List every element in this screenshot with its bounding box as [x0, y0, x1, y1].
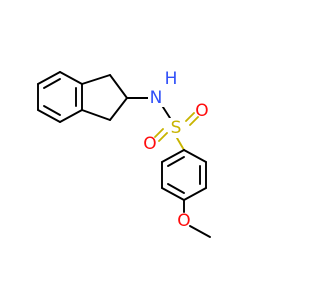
atom-label-s: S — [171, 118, 182, 138]
bond — [59, 71, 83, 85]
atom-label-o: O — [177, 211, 190, 231]
atom-oxygen-methoxy: O — [177, 211, 190, 231]
bond-s-o-left — [158, 132, 168, 142]
bond — [183, 149, 207, 163]
atom-label-o: O — [143, 134, 156, 154]
double-bond-inner — [167, 156, 185, 167]
bond — [81, 74, 111, 85]
atom-nitrogen: N H — [148, 69, 177, 108]
indane-benzene-ring — [37, 71, 83, 123]
bond-s-o-left — [154, 128, 164, 138]
bond — [81, 109, 111, 121]
bond — [161, 149, 185, 163]
atom-oxygen-right: O — [195, 101, 208, 121]
bond — [109, 74, 128, 99]
double-bond-inner — [43, 78, 61, 89]
atom-sulfur: S — [168, 118, 184, 138]
atom-label-n: N — [150, 88, 163, 108]
bond — [59, 109, 83, 123]
indane-five-ring — [81, 74, 128, 121]
bond — [37, 71, 61, 85]
chemical-structure: N H S O O O — [37, 69, 211, 238]
bond-s-o-right — [189, 116, 199, 126]
bond — [109, 97, 128, 121]
bond-s-c — [176, 137, 185, 151]
atom-label-o: O — [195, 101, 208, 121]
bond — [161, 187, 185, 201]
double-bond-inner — [167, 183, 185, 194]
atom-label-h: H — [165, 69, 178, 89]
bond-s-o-right — [185, 112, 195, 122]
atom-oxygen-left: O — [143, 134, 156, 154]
sulfonyl-group — [154, 112, 199, 151]
double-bond-inner — [43, 105, 61, 116]
bond-o-ch3 — [189, 225, 211, 238]
bond — [37, 109, 61, 123]
methoxyphenyl-ring — [161, 149, 207, 201]
bond — [183, 187, 207, 201]
